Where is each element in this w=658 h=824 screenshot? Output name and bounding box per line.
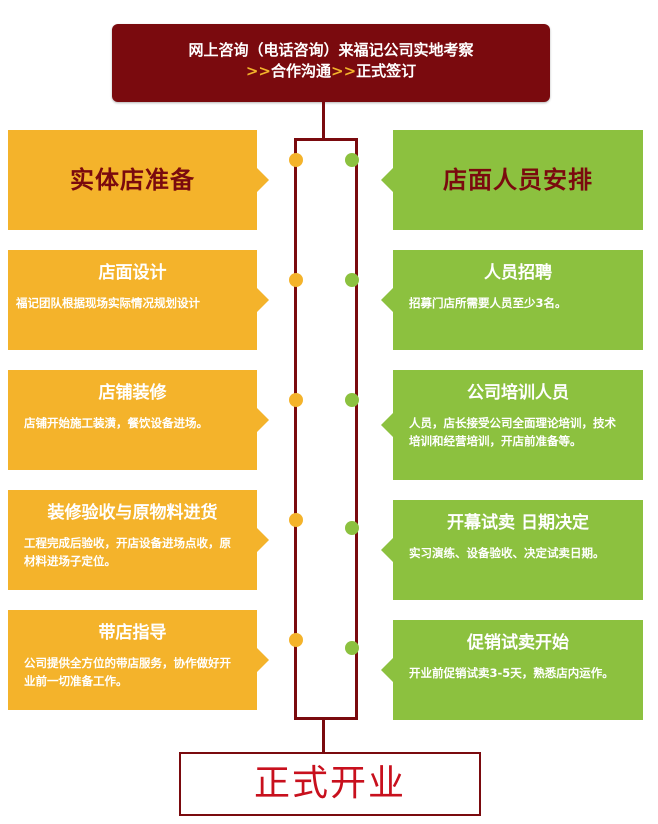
step-desc: 店铺开始施工装潢，餐饮设备进场。 xyxy=(24,416,208,430)
step-desc: 福记团队根据现场实际情况规划设计 xyxy=(16,296,200,310)
step-title: 带店指导 xyxy=(98,623,167,643)
left-header-card: 实体店准备 xyxy=(8,130,269,230)
right-step-card: 开幕试卖 日期决定 实习演练、设备验收、决定试卖日期。 xyxy=(381,500,643,600)
left-step-card: 店面设计 福记团队根据现场实际情况规划设计 xyxy=(8,250,269,350)
right-header-title: 店面人员安排 xyxy=(443,166,593,194)
timeline-dot-left xyxy=(289,393,303,407)
frame-top xyxy=(294,138,358,141)
right-step-card: 公司培训人员 人员，店长接受公司全面理论培训，技术培训和经营培训，开店前准备等。 xyxy=(381,370,643,480)
timeline-dot-right xyxy=(345,521,359,535)
step-desc: 实习演练、设备验收、决定试卖日期。 xyxy=(409,546,605,560)
left-header-title: 实体店准备 xyxy=(70,166,195,194)
timeline-dot-right xyxy=(345,273,359,287)
step-desc: 招募门店所需要人员至少3名。 xyxy=(409,296,567,310)
step-desc: 工程完成后验收，开店设备进场点收，原材料进场子定位。 xyxy=(24,536,231,568)
step-title: 促销试卖开始 xyxy=(467,633,569,653)
timeline-dot-left xyxy=(289,273,303,287)
timeline-dot-right xyxy=(345,641,359,655)
left-step-card: 带店指导 公司提供全方位的带店服务，协作做好开业前一切准备工作。 xyxy=(8,610,269,710)
timeline-dot-right xyxy=(345,153,359,167)
grand-opening-box: 正式开业 xyxy=(179,752,481,816)
right-step-card: 促销试卖开始 开业前促销试卖3-5天，熟悉店内运作。 xyxy=(381,620,643,720)
header-step-1: 合作沟通 xyxy=(270,62,331,80)
step-desc: 人员，店长接受公司全面理论培训，技术培训和经营培训，开店前准备等。 xyxy=(409,416,616,448)
timeline-dot-left xyxy=(289,513,303,527)
header-line2: >>合作沟通>>正式签订 xyxy=(112,60,550,82)
top-connector xyxy=(322,102,325,140)
timeline-dot-right xyxy=(345,393,359,407)
bottom-connector xyxy=(322,720,325,752)
step-title: 装修验收与原物料进货 xyxy=(47,503,218,523)
header-arrow-2: >> xyxy=(331,62,357,80)
frame-bottom xyxy=(294,717,358,720)
timeline-dot-left xyxy=(289,153,303,167)
step-title: 人员招聘 xyxy=(484,263,552,283)
header-arrow-1: >> xyxy=(245,62,271,80)
step-title: 店铺装修 xyxy=(98,383,167,403)
left-step-card: 装修验收与原物料进货 工程完成后验收，开店设备进场点收，原材料进场子定位。 xyxy=(8,490,269,590)
right-step-card: 人员招聘 招募门店所需要人员至少3名。 xyxy=(381,250,643,350)
right-header-card: 店面人员安排 xyxy=(381,130,643,230)
header-box: 网上咨询（电话咨询）来福记公司实地考察 >>合作沟通>>正式签订 xyxy=(112,24,550,102)
frame-right xyxy=(355,138,358,720)
header-step-2: 正式签订 xyxy=(356,62,417,80)
step-title: 公司培训人员 xyxy=(467,383,569,403)
timeline-dot-left xyxy=(289,633,303,647)
step-desc: 开业前促销试卖3-5天，熟悉店内运作。 xyxy=(409,666,614,680)
step-title: 店面设计 xyxy=(98,263,167,283)
step-title: 开幕试卖 日期决定 xyxy=(447,513,589,533)
step-desc: 公司提供全方位的带店服务，协作做好开业前一切准备工作。 xyxy=(24,656,231,688)
header-line1: 网上咨询（电话咨询）来福记公司实地考察 xyxy=(188,41,474,59)
frame-left xyxy=(294,138,297,720)
left-step-card: 店铺装修 店铺开始施工装潢，餐饮设备进场。 xyxy=(8,370,269,470)
